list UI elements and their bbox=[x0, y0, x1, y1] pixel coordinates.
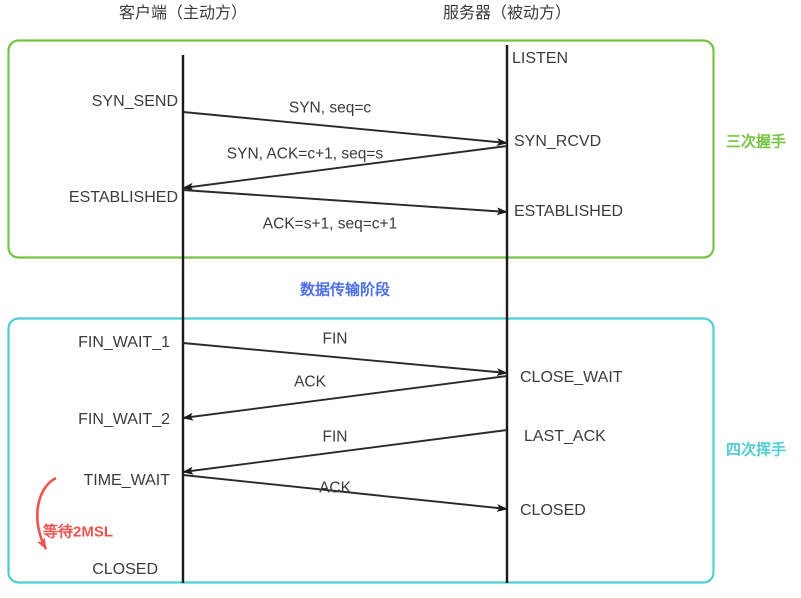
message-label-ack-2: ACK bbox=[319, 479, 351, 497]
state-last-ack: LAST_ACK bbox=[524, 428, 606, 445]
message-label-syn-ack: SYN, ACK=c+1, seq=s bbox=[226, 145, 384, 163]
four-way-teardown-label: 四次挥手 bbox=[726, 441, 787, 459]
state-fin-wait-1: FIN_WAIT_1 bbox=[78, 334, 170, 351]
state-syn-send: SYN_SEND bbox=[91, 93, 178, 110]
three-way-handshake-label: 三次握手 bbox=[726, 133, 787, 151]
message-label-syn: SYN, seq=c bbox=[288, 99, 372, 117]
state-closed-server: CLOSED bbox=[520, 502, 586, 519]
wait-2msl-arrow bbox=[35, 476, 57, 550]
state-listen: LISTEN bbox=[512, 50, 569, 67]
state-established-server: ESTABLISHED bbox=[514, 203, 624, 220]
state-time-wait: TIME_WAIT bbox=[83, 472, 170, 489]
state-close-wait: CLOSE_WAIT bbox=[520, 369, 623, 386]
four-way-teardown-box bbox=[7, 317, 715, 584]
arrow-message-syn-ack bbox=[182, 145, 508, 191]
message-label-fin-1: FIN bbox=[322, 330, 348, 348]
arrow-message-fin-2 bbox=[182, 429, 508, 475]
message-label-ack-handshake: ACK=s+1, seq=c+1 bbox=[262, 215, 398, 233]
arrow-message-fin-1 bbox=[182, 342, 508, 377]
state-closed-client: CLOSED bbox=[92, 561, 158, 578]
arrow-message-ack-handshake bbox=[182, 189, 508, 216]
server-column-header: 服务器（被动方） bbox=[442, 5, 572, 22]
arrow-message-ack-2 bbox=[182, 474, 508, 512]
message-label-fin-2: FIN bbox=[322, 428, 348, 446]
state-fin-wait-2: FIN_WAIT_2 bbox=[78, 411, 170, 428]
state-established-client: ESTABLISHED bbox=[68, 189, 178, 206]
three-way-handshake-box bbox=[7, 39, 715, 259]
state-syn-rcvd: SYN_RCVD bbox=[514, 133, 602, 150]
client-column-header: 客户端（主动方） bbox=[118, 5, 248, 22]
wait-2msl-label: 等待2MSL bbox=[42, 523, 114, 541]
data-transfer-phase-label: 数据传输阶段 bbox=[299, 281, 391, 299]
arrow-message-syn bbox=[182, 111, 508, 147]
message-label-ack-1: ACK bbox=[294, 373, 326, 391]
arrow-message-ack-1 bbox=[182, 375, 508, 421]
